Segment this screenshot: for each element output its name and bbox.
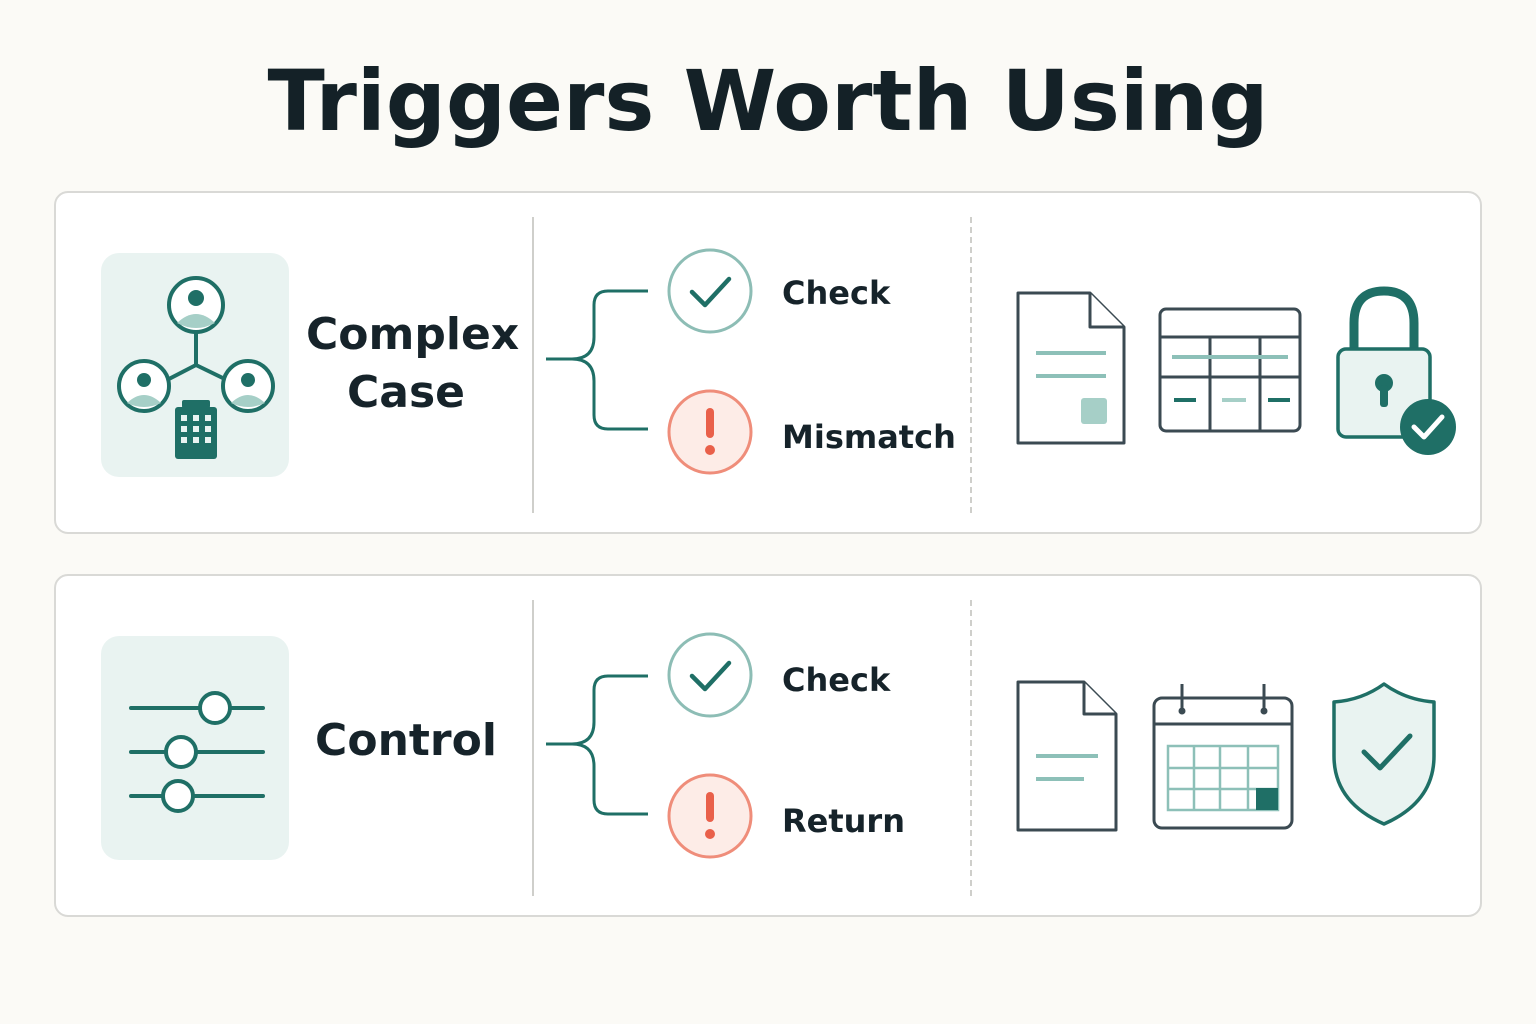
label-line: Control (315, 715, 497, 766)
alert-circle-icon (667, 773, 753, 859)
branch-connector (546, 674, 648, 816)
check-circle-icon (667, 632, 753, 718)
branch-connector (546, 289, 648, 431)
row-icons (1016, 286, 1456, 455)
lock-check-icon (1336, 286, 1456, 455)
label-line: Case (346, 367, 465, 418)
control-tile (101, 636, 289, 860)
row-icons (1016, 680, 1436, 832)
document-icon (1016, 680, 1118, 832)
branch-label-check: Check (782, 274, 891, 312)
document-icon (1016, 291, 1126, 445)
check-circle-icon (667, 248, 753, 334)
branch-label-check: Check (782, 661, 891, 699)
people-network-building-icon (117, 276, 275, 459)
divider (532, 217, 534, 513)
calendar-icon (1152, 684, 1294, 830)
trigger-card-complex-case: Complex Case Check Mismatch (54, 191, 1482, 534)
row-label-control: Control (306, 712, 506, 770)
branch-label-mismatch: Mismatch (782, 418, 956, 456)
row-label-complex-case: Complex Case (306, 306, 520, 422)
complex-case-tile (101, 253, 289, 477)
alert-circle-icon (667, 389, 753, 475)
divider-dashed (970, 217, 972, 513)
divider-dashed (970, 600, 972, 896)
page-title: Triggers Worth Using (267, 52, 1269, 150)
shield-check-icon (1332, 682, 1436, 826)
sliders-icon (129, 691, 265, 813)
trigger-card-control: Control Check Return (54, 574, 1482, 917)
branch-label-return: Return (782, 802, 905, 840)
table-icon (1158, 307, 1302, 433)
divider (532, 600, 534, 896)
label-line: Complex (306, 309, 520, 360)
